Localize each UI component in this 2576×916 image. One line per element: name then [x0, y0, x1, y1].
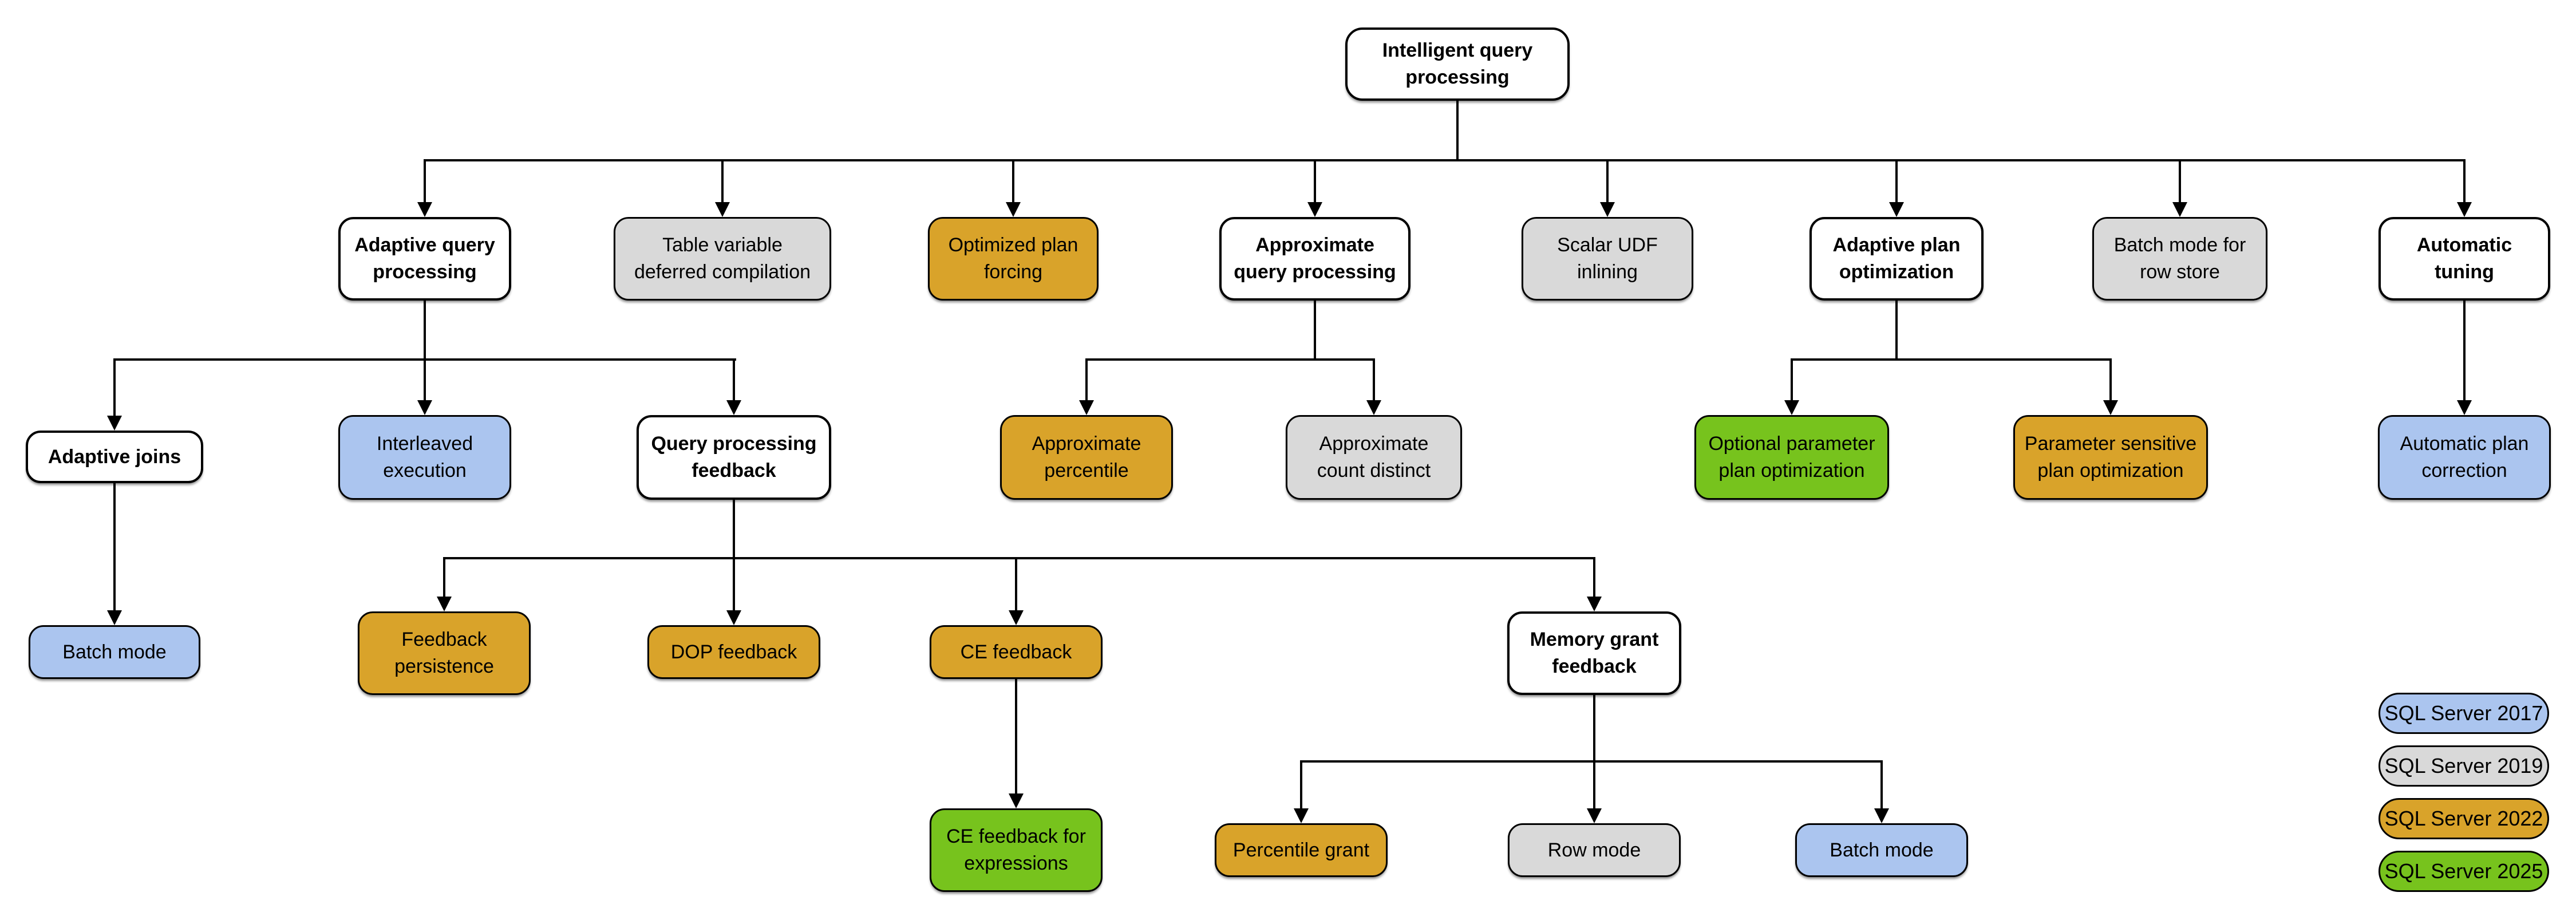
connector-line [1593, 760, 1595, 810]
arrowhead [1587, 597, 1602, 611]
node-ce-feedback: CE feedback [930, 625, 1103, 679]
connector-line [1085, 358, 1375, 361]
arrowhead [417, 202, 432, 217]
connector-line [424, 301, 426, 360]
legend-sql-server-2019: SQL Server 2019 [2379, 745, 2549, 787]
arrowhead [1366, 400, 1381, 415]
connector-line [1456, 101, 1459, 160]
arrowhead [1079, 400, 1094, 415]
arrowhead [715, 202, 730, 217]
connector-line [1880, 760, 1883, 810]
arrowhead [726, 400, 741, 415]
connector-line [1015, 557, 1017, 611]
node-percentile-grant: Percentile grant [1215, 823, 1388, 877]
arrowhead [107, 610, 122, 625]
connector-line [1015, 679, 1017, 795]
arrowhead [437, 597, 452, 611]
legend-sql-server-2022: SQL Server 2022 [2379, 798, 2549, 839]
arrowhead [1009, 610, 1024, 625]
node-ce-feedback-for-expressions: CE feedback for expressions [930, 808, 1103, 892]
connector-line [1791, 358, 2112, 361]
node-optional-parameter-plan-optimization: Optional parameter plan optimization [1694, 415, 1889, 500]
node-approximate-percentile: Approximate percentile [1000, 415, 1173, 500]
arrowhead [1006, 202, 1021, 217]
arrowhead [2457, 400, 2472, 415]
connector-line [1373, 358, 1375, 401]
connector-line [1300, 760, 1883, 763]
arrowhead [1784, 400, 1799, 415]
connector-line [1593, 695, 1595, 761]
node-feedback-persistence: Feedback persistence [358, 611, 531, 695]
connector-line [424, 159, 426, 203]
connector-line [2179, 159, 2181, 203]
connector-line [1012, 159, 1014, 203]
node-intelligent-query-processing: Intelligent query processing [1345, 27, 1570, 101]
connector-line [443, 557, 1595, 559]
connector-line [721, 159, 724, 203]
node-batch-mode-adaptive-joins: Batch mode [29, 625, 200, 679]
arrowhead [1009, 793, 1024, 808]
connector-line [1593, 557, 1595, 598]
arrowhead [1587, 808, 1602, 823]
connector-line [733, 500, 735, 558]
node-optimized-plan-forcing: Optimized plan forcing [928, 217, 1099, 301]
connector-line [1791, 358, 1793, 401]
arrowhead [2172, 202, 2187, 217]
arrowhead [1600, 202, 1615, 217]
node-batch-mode-for-row-store: Batch mode for row store [2092, 217, 2267, 301]
connector-line [424, 159, 2466, 161]
node-automatic-tuning: Automatic tuning [2379, 217, 2550, 301]
arrowhead [417, 400, 432, 415]
node-memory-grant-feedback: Memory grant feedback [1507, 611, 1681, 695]
connector-line [113, 358, 116, 417]
node-approximate-query-processing: Approximate query processing [1219, 217, 1411, 301]
node-approximate-count-distinct: Approximate count distinct [1286, 415, 1462, 500]
node-dop-feedback: DOP feedback [647, 625, 820, 679]
connector-line [1895, 159, 1898, 203]
arrowhead [1874, 808, 1889, 823]
arrowhead [1889, 202, 1904, 217]
legend-sql-server-2017: SQL Server 2017 [2379, 693, 2549, 734]
arrowhead [107, 416, 122, 431]
connector-line [2109, 358, 2112, 401]
connector-line [2463, 301, 2466, 401]
connector-line [2463, 159, 2466, 203]
node-batch-mode-memory-grant: Batch mode [1795, 823, 1968, 877]
node-query-processing-feedback: Query processing feedback [637, 415, 831, 500]
node-automatic-plan-correction: Automatic plan correction [2378, 415, 2551, 500]
node-adaptive-plan-optimization: Adaptive plan optimization [1809, 217, 1984, 301]
connector-line [733, 358, 735, 401]
node-parameter-sensitive-plan-optimization: Parameter sensitive plan optimization [2013, 415, 2208, 500]
arrowhead [1307, 202, 1322, 217]
node-row-mode: Row mode [1508, 823, 1681, 877]
legend-sql-server-2025: SQL Server 2025 [2379, 851, 2549, 892]
node-interleaved-execution: Interleaved execution [338, 415, 511, 500]
connector-line [1895, 301, 1898, 360]
connector-line [424, 358, 426, 401]
arrowhead [2457, 202, 2472, 217]
node-table-variable-deferred-compilation: Table variable deferred compilation [614, 217, 831, 301]
node-adaptive-query-processing: Adaptive query processing [338, 217, 511, 301]
connector-line [443, 557, 445, 598]
node-adaptive-joins: Adaptive joins [26, 431, 203, 483]
arrowhead [2103, 400, 2118, 415]
connector-line [1606, 159, 1609, 203]
connector-line [733, 557, 735, 611]
node-scalar-udf-inlining: Scalar UDF inlining [1522, 217, 1693, 301]
connector-line [113, 483, 116, 611]
arrowhead [726, 610, 741, 625]
connector-line [1314, 159, 1316, 203]
arrowhead [1294, 808, 1309, 823]
connector-line [1300, 760, 1302, 810]
connector-line [1314, 301, 1316, 360]
connector-line [1085, 358, 1088, 401]
